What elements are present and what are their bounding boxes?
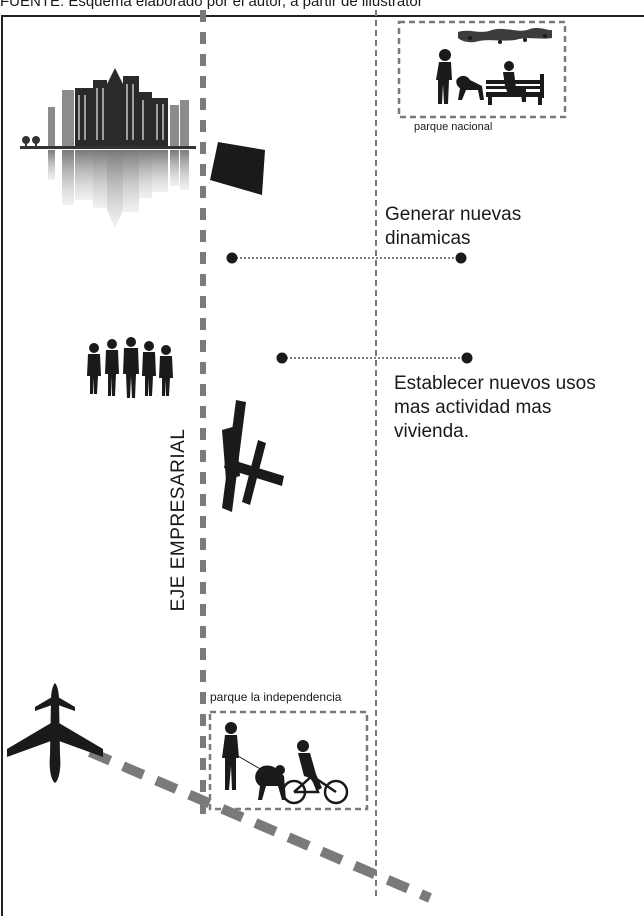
airport-axis-line bbox=[88, 747, 432, 903]
business-people-icon bbox=[87, 337, 173, 398]
park-bench-icon bbox=[486, 61, 544, 105]
label-generar-dinamicas: Generar nuevas dinamicas bbox=[385, 204, 522, 249]
source-caption: FUENTE: Esquema elaborado por el autor, … bbox=[0, 0, 423, 10]
walker-with-dog-icon bbox=[222, 722, 286, 800]
connector-generar bbox=[226, 252, 467, 264]
label-parque-nacional: parque nacional bbox=[414, 121, 493, 133]
connector-establecer bbox=[276, 352, 473, 364]
dog-walker-icon bbox=[436, 49, 484, 104]
building-block-icon bbox=[210, 142, 265, 195]
label-parque-independencia: parque la independencia bbox=[210, 690, 342, 704]
tree-canopy-icon bbox=[458, 28, 552, 44]
parque-independencia-box bbox=[208, 710, 369, 811]
cyclist-icon bbox=[281, 740, 349, 805]
diagram-frame bbox=[1, 15, 644, 916]
label-establecer-usos: Establecer nuevos usos mas actividad mas… bbox=[394, 373, 596, 442]
plaza-block-icon bbox=[222, 400, 284, 512]
airplane-icon bbox=[7, 683, 103, 783]
label-eje-empresarial: EJE EMPRESARIAL bbox=[168, 428, 189, 612]
city-skyline-icon bbox=[20, 68, 196, 228]
parque-nacional-box bbox=[397, 20, 567, 119]
